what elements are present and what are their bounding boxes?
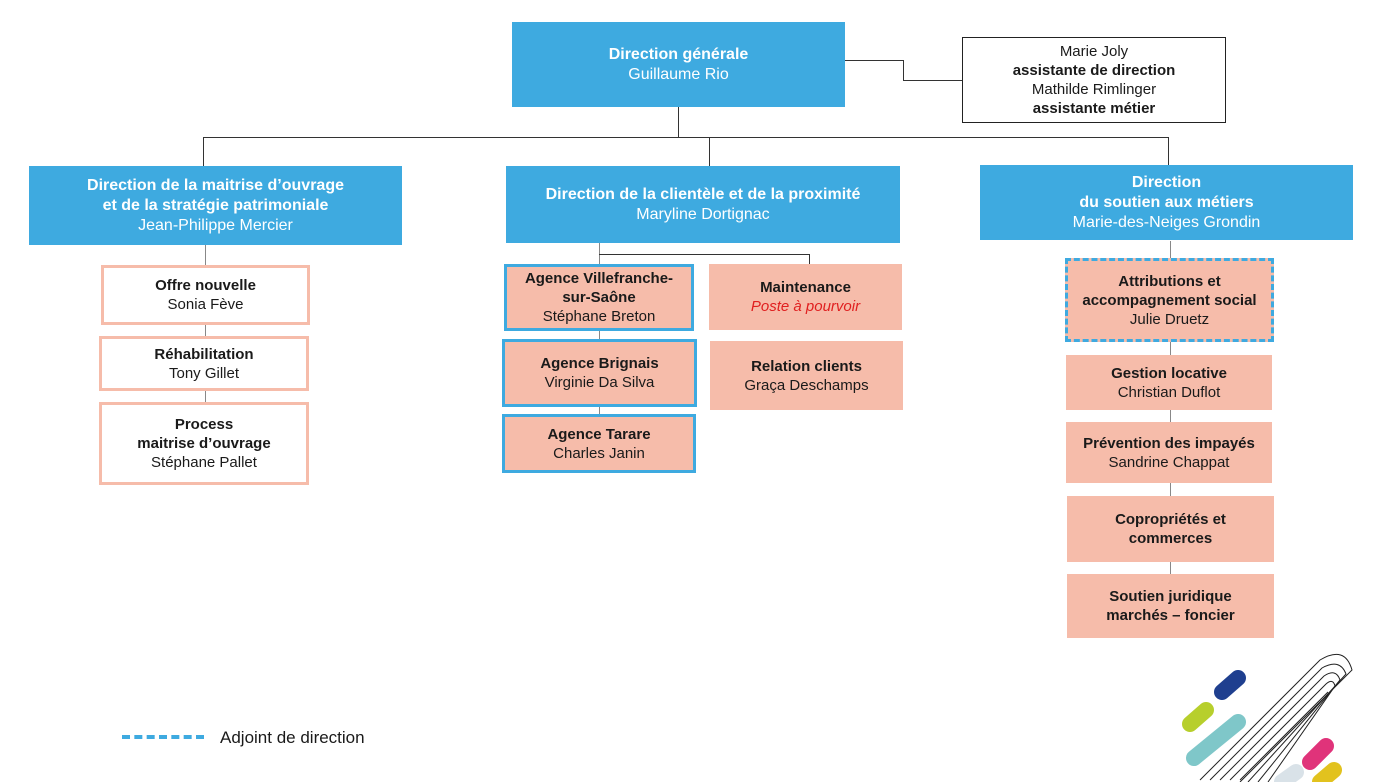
assistant-role: assistante de direction: [1012, 62, 1176, 79]
connector-line: [599, 254, 809, 255]
box-title: Direction de la clientèle et de la proxi…: [545, 185, 861, 203]
box-title: Direction: [1131, 173, 1202, 191]
legend-dashed-line: [122, 735, 204, 739]
box-title: Offre nouvelle: [155, 277, 256, 294]
box-title: Prévention des impayés: [1083, 434, 1255, 452]
agency-box: Agence Villefranche- sur-Saône Stéphane …: [504, 264, 694, 331]
box-person: Stéphane Pallet: [151, 454, 257, 471]
box-person: Christian Duflot: [1117, 383, 1221, 401]
box-title: et de la stratégie patrimoniale: [102, 196, 329, 214]
box-person: Maryline Dortignac: [636, 205, 770, 223]
agency-box: Agence Tarare Charles Janin: [502, 414, 696, 473]
service-box: Soutien juridique marchés – foncier: [1067, 574, 1274, 638]
connector-line: [203, 137, 1169, 138]
box-title: Attributions et: [1118, 272, 1221, 290]
box-title: commerces: [1128, 530, 1213, 547]
box-title: du soutien aux métiers: [1079, 193, 1254, 211]
box-person: Sonia Fève: [167, 296, 244, 313]
direction-soutien-box: Direction du soutien aux métiers Marie-d…: [980, 165, 1353, 240]
agency-box: Agence Brignais Virginie Da Silva: [502, 339, 697, 407]
connector-line: [1168, 137, 1169, 165]
deputy-service-box: Attributions et accompagnement social Ju…: [1065, 258, 1274, 342]
box-person: Julie Druetz: [1129, 310, 1210, 328]
box-title: Direction générale: [608, 45, 749, 63]
service-box: Maintenance Poste à pourvoir: [709, 264, 902, 330]
box-title: Direction de la maitrise d’ouvrage: [87, 176, 344, 194]
box-title: Réhabilitation: [154, 345, 254, 363]
service-box: Process maitrise d’ouvrage Stéphane Pall…: [99, 402, 309, 485]
assistants-box: Marie Joly assistante de direction Mathi…: [962, 37, 1226, 123]
box-title: Agence Villefranche-: [524, 270, 674, 287]
direction-generale-box: Direction générale Guillaume Rio: [512, 22, 845, 107]
direction-clientele-box: Direction de la clientèle et de la proxi…: [506, 166, 900, 243]
box-title: Agence Brignais: [540, 355, 659, 372]
box-title: Relation clients: [751, 357, 862, 375]
box-person: Guillaume Rio: [628, 65, 729, 83]
connector-line: [845, 60, 903, 61]
vacant-position: Poste à pourvoir: [750, 298, 861, 315]
service-box: Réhabilitation Tony Gillet: [99, 336, 309, 391]
assistant-role: assistante métier: [1032, 100, 1156, 117]
connector-line: [903, 60, 904, 80]
service-box: Relation clients Graça Deschamps: [710, 341, 903, 410]
direction-maitrise-ouvrage-box: Direction de la maitrise d’ouvrage et de…: [29, 166, 402, 245]
service-box: Copropriétés et commerces: [1067, 496, 1274, 562]
connector-line: [709, 137, 710, 167]
connector-line: [203, 137, 204, 167]
box-title: Agence Tarare: [547, 425, 651, 443]
assistant-name: Mathilde Rimlinger: [1031, 81, 1157, 98]
box-title: Copropriétés et: [1115, 511, 1226, 528]
connector-line: [809, 254, 810, 266]
connector-line: [903, 80, 963, 81]
box-title: sur-Saône: [562, 289, 636, 306]
box-person: Sandrine Chappat: [1108, 453, 1230, 471]
box-person: Jean-Philippe Mercier: [138, 216, 293, 234]
service-box: Gestion locative Christian Duflot: [1066, 355, 1272, 410]
legend-label: Adjoint de direction: [220, 728, 365, 747]
box-person: Stéphane Breton: [542, 308, 656, 325]
box-person: Graça Deschamps: [744, 376, 869, 394]
box-title: Maintenance: [760, 279, 851, 296]
connector-line: [678, 107, 679, 137]
box-title: Gestion locative: [1111, 364, 1227, 382]
box-title: marchés – foncier: [1106, 607, 1235, 624]
box-person: Charles Janin: [553, 444, 645, 462]
box-title: maitrise d’ouvrage: [137, 435, 271, 452]
logo-decoration: [1182, 653, 1353, 782]
box-title: Soutien juridique: [1109, 588, 1232, 605]
box-person: Marie-des-Neiges Grondin: [1072, 213, 1261, 231]
service-box: Prévention des impayés Sandrine Chappat: [1066, 422, 1272, 483]
box-title: accompagnement social: [1082, 291, 1257, 309]
assistant-name: Marie Joly: [1059, 43, 1129, 60]
box-title: Process: [174, 416, 234, 433]
box-person: Virginie Da Silva: [544, 374, 655, 391]
box-person: Tony Gillet: [168, 364, 240, 382]
service-box: Offre nouvelle Sonia Fève: [101, 265, 310, 325]
